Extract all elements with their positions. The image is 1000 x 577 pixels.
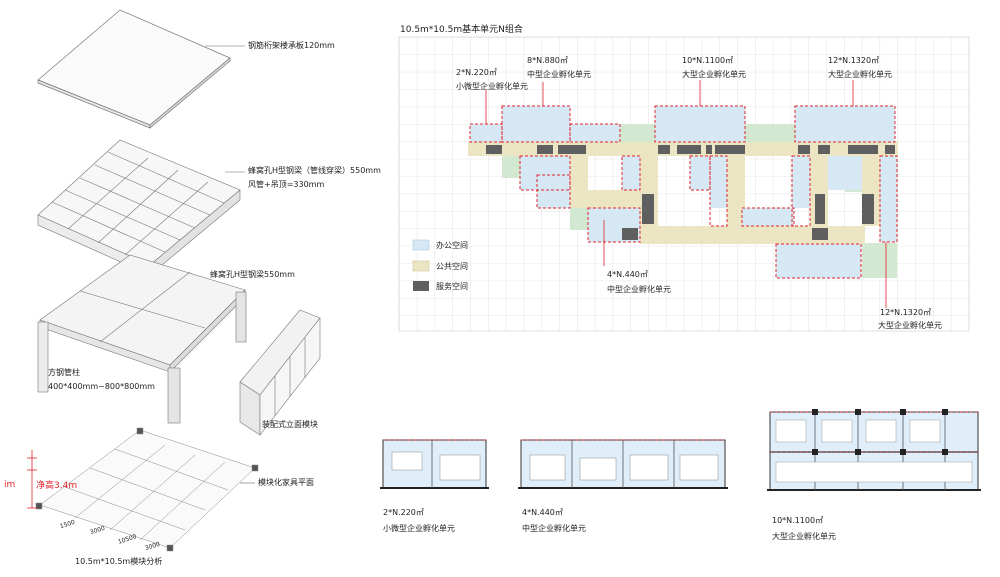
annot-2-line1: 8*N.880㎡ — [527, 56, 568, 65]
clear-height-label: 净高3.4m — [36, 481, 78, 491]
leader-lines — [485, 80, 887, 308]
furniture-label: 模块化家具平面 — [258, 478, 314, 487]
top-beam-label: 蜂窝孔H型钢梁（管线穿梁）550mm — [248, 166, 381, 175]
height-dimension — [27, 450, 37, 509]
legend-service-label: 服务空间 — [436, 282, 468, 291]
legend-office-label: 办公空间 — [436, 241, 468, 250]
facade-module — [239, 309, 321, 436]
section-large-line1: 10*N.1100㎡ — [772, 516, 824, 525]
annot-1-line2: 小微型企业孵化单元 — [456, 82, 528, 91]
top-beam-label-2: 风管+吊顶=330mm — [248, 180, 325, 189]
facade-label: 装配式立面模块 — [262, 420, 318, 429]
annot-2-line2: 中型企业孵化单元 — [527, 70, 591, 79]
grid-background — [398, 36, 970, 332]
section-large-line2: 大型企业孵化单元 — [772, 532, 836, 541]
section-medium-line2: 中型企业孵化单元 — [522, 524, 586, 533]
furniture-plane — [35, 427, 259, 552]
section-large — [767, 409, 981, 491]
annot-6-line2: 大型企业孵化单元 — [878, 321, 942, 330]
mid-beam-label: 蜂窝孔H型钢梁550mm — [210, 270, 295, 279]
column-label: 方钢管柱 — [48, 368, 80, 377]
section-medium — [518, 439, 728, 489]
annot-4-line2: 大型企业孵化单元 — [828, 70, 892, 79]
section-medium-line1: 4*N.440㎡ — [522, 508, 563, 517]
floor-slab — [37, 9, 231, 129]
annot-1-line1: 2*N.220㎡ — [456, 68, 497, 77]
annot-3-line2: 大型企业孵化单元 — [682, 70, 746, 79]
section-small — [380, 439, 489, 489]
steel-frame — [37, 254, 247, 424]
annot-5-line2: 中型企业孵化单元 — [607, 285, 671, 294]
annot-5-line1: 4*N.440㎡ — [607, 270, 648, 279]
green-zones — [502, 124, 897, 278]
annot-4-line1: 12*N.1320㎡ — [828, 56, 880, 65]
section-small-line1: 2*N.220㎡ — [383, 508, 424, 517]
service-space — [486, 145, 895, 240]
column-size-label: 400*400mm~800*800mm — [48, 382, 155, 391]
left-caption: 10.5m*10.5m模块分析 — [75, 557, 163, 566]
annot-6-line1: 12*N.1320㎡ — [880, 308, 932, 317]
legend-public-label: 公共空间 — [436, 262, 468, 271]
section-small-line2: 小微型企业孵化单元 — [383, 524, 455, 533]
dim-1m-label: im — [4, 480, 16, 490]
unit-outlines — [469, 105, 898, 279]
legend-swatches — [412, 239, 430, 291]
slab-label: 钢筋桁架楼承板120mm — [248, 41, 335, 50]
office-space — [470, 106, 897, 278]
annot-3-line1: 10*N.1100㎡ — [682, 56, 734, 65]
grid-title: 10.5m*10.5m基本单元N组合 — [400, 25, 523, 35]
